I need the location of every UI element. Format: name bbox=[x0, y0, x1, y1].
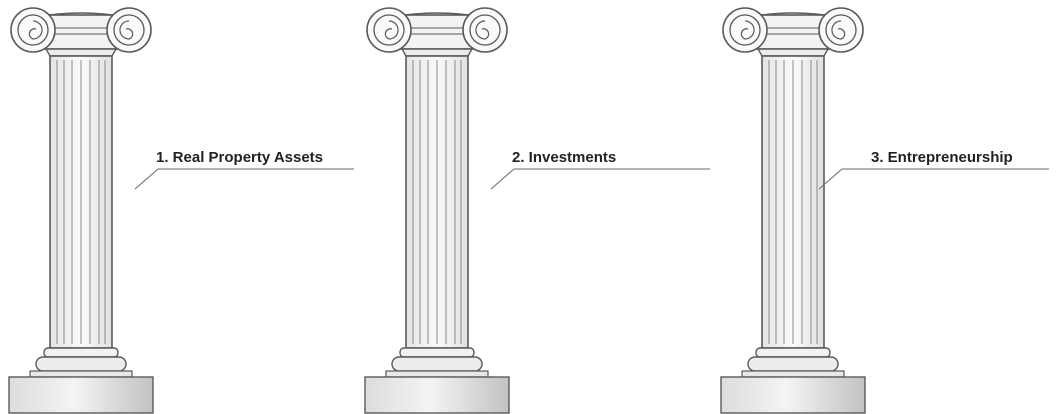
base-plinth bbox=[720, 376, 866, 414]
volute-ring bbox=[825, 14, 857, 46]
pillar-label: 2. Investments bbox=[512, 149, 616, 166]
volute-spiral bbox=[28, 20, 43, 40]
volute-ring bbox=[113, 14, 145, 46]
pillar-1: 1. Real Property Assets bbox=[8, 7, 354, 414]
volute-spiral bbox=[831, 20, 846, 40]
pillar-column bbox=[720, 7, 866, 414]
pillar-base bbox=[364, 347, 510, 414]
pillar-column bbox=[364, 7, 510, 414]
pillar-shaft bbox=[49, 55, 113, 349]
base-plinth bbox=[8, 376, 154, 414]
pillar-column bbox=[8, 7, 154, 414]
pillar-capital bbox=[722, 7, 864, 57]
pillar-capital bbox=[10, 7, 152, 57]
pillar-base bbox=[8, 347, 154, 414]
pillar-leader: 1. Real Property Assets bbox=[134, 149, 354, 190]
base-torus-upper bbox=[43, 347, 119, 358]
pillar-label: 3. Entrepreneurship bbox=[871, 149, 1013, 166]
pillar-base bbox=[720, 347, 866, 414]
pillar-leader: 3. Entrepreneurship bbox=[818, 149, 1049, 190]
base-torus-upper bbox=[399, 347, 475, 358]
volute-spiral bbox=[475, 20, 490, 40]
base-plinth bbox=[364, 376, 510, 414]
base-torus-lower bbox=[35, 356, 127, 372]
pillar-shaft bbox=[761, 55, 825, 349]
volute-spiral bbox=[740, 20, 755, 40]
leader-line bbox=[490, 168, 710, 190]
capital-echinus bbox=[44, 48, 118, 57]
volute-spiral bbox=[119, 20, 134, 40]
pillar-3: 3. Entrepreneurship bbox=[720, 7, 1049, 414]
base-fillet bbox=[29, 370, 133, 378]
volute-spiral bbox=[384, 20, 399, 40]
base-fillet bbox=[385, 370, 489, 378]
volute-ring bbox=[729, 14, 761, 46]
base-fillet bbox=[741, 370, 845, 378]
leader-line bbox=[134, 168, 354, 190]
pillar-label: 1. Real Property Assets bbox=[156, 149, 323, 166]
volute-ring bbox=[469, 14, 501, 46]
volute-ring bbox=[17, 14, 49, 46]
base-torus-lower bbox=[747, 356, 839, 372]
base-torus-lower bbox=[391, 356, 483, 372]
pillar-shaft bbox=[405, 55, 469, 349]
capital-echinus bbox=[400, 48, 474, 57]
pillar-2: 2. Investments bbox=[364, 7, 710, 414]
pillar-capital bbox=[366, 7, 508, 57]
leader-line bbox=[818, 168, 1049, 190]
pillar-leader: 2. Investments bbox=[490, 149, 710, 190]
volute-ring bbox=[373, 14, 405, 46]
base-torus-upper bbox=[755, 347, 831, 358]
capital-echinus bbox=[756, 48, 830, 57]
